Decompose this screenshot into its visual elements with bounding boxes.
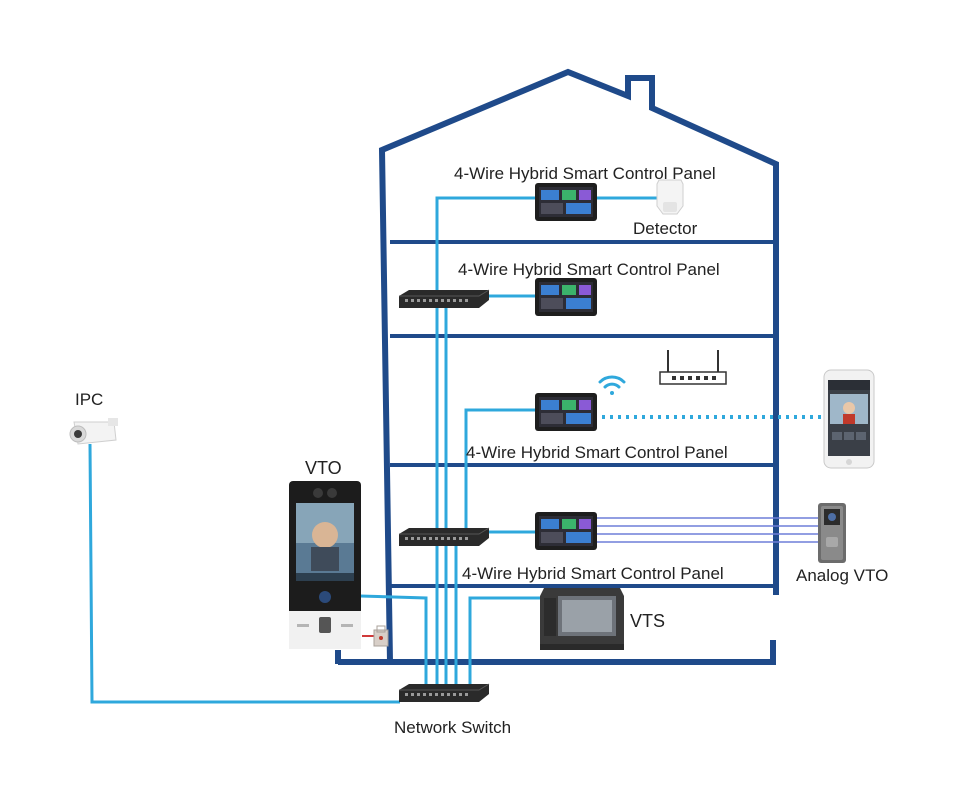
detector-icon — [656, 179, 684, 215]
vto-door-station — [289, 481, 361, 649]
control-panel-3 — [535, 393, 597, 431]
analog-vto-device — [818, 503, 846, 563]
analog-vto-label: Analog VTO — [796, 566, 888, 585]
floor-lines — [390, 240, 776, 588]
switch-floor-4 — [399, 527, 490, 546]
panel-2-label: 4-Wire Hybrid Smart Control Panel — [458, 260, 720, 279]
panel-3-label: 4-Wire Hybrid Smart Control Panel — [466, 443, 728, 462]
smartphone-icon — [823, 369, 875, 469]
panel-1-label: 4-Wire Hybrid Smart Control Panel — [454, 164, 716, 183]
cable-panel3-riser — [464, 408, 535, 530]
main-network-switch — [399, 683, 490, 702]
cable-vto-switch — [359, 594, 428, 688]
vts-device — [540, 588, 624, 650]
ipc-camera-icon — [69, 418, 118, 445]
cables — [88, 196, 657, 704]
house-roof-wall — [378, 68, 779, 663]
electric-lock-icon — [373, 625, 389, 647]
vto-label: VTO — [305, 458, 342, 478]
control-panel-1 — [535, 183, 597, 221]
vts-label: VTS — [630, 611, 665, 631]
cable-panel1-riser — [435, 196, 535, 688]
network-switch-label: Network Switch — [394, 718, 511, 737]
switch-floor-2 — [399, 289, 490, 308]
control-panel-4 — [535, 512, 597, 550]
cable-vts-switch — [468, 596, 540, 688]
wifi-icon — [598, 375, 626, 395]
analog-wires — [597, 517, 818, 543]
cable-ipc-switch — [88, 443, 400, 704]
house-outline — [335, 68, 779, 665]
router-icon — [659, 350, 727, 385]
ipc-label: IPC — [75, 390, 103, 409]
panel-4-label: 4-Wire Hybrid Smart Control Panel — [462, 564, 724, 583]
control-panel-2 — [535, 278, 597, 316]
detector-label: Detector — [633, 219, 698, 238]
